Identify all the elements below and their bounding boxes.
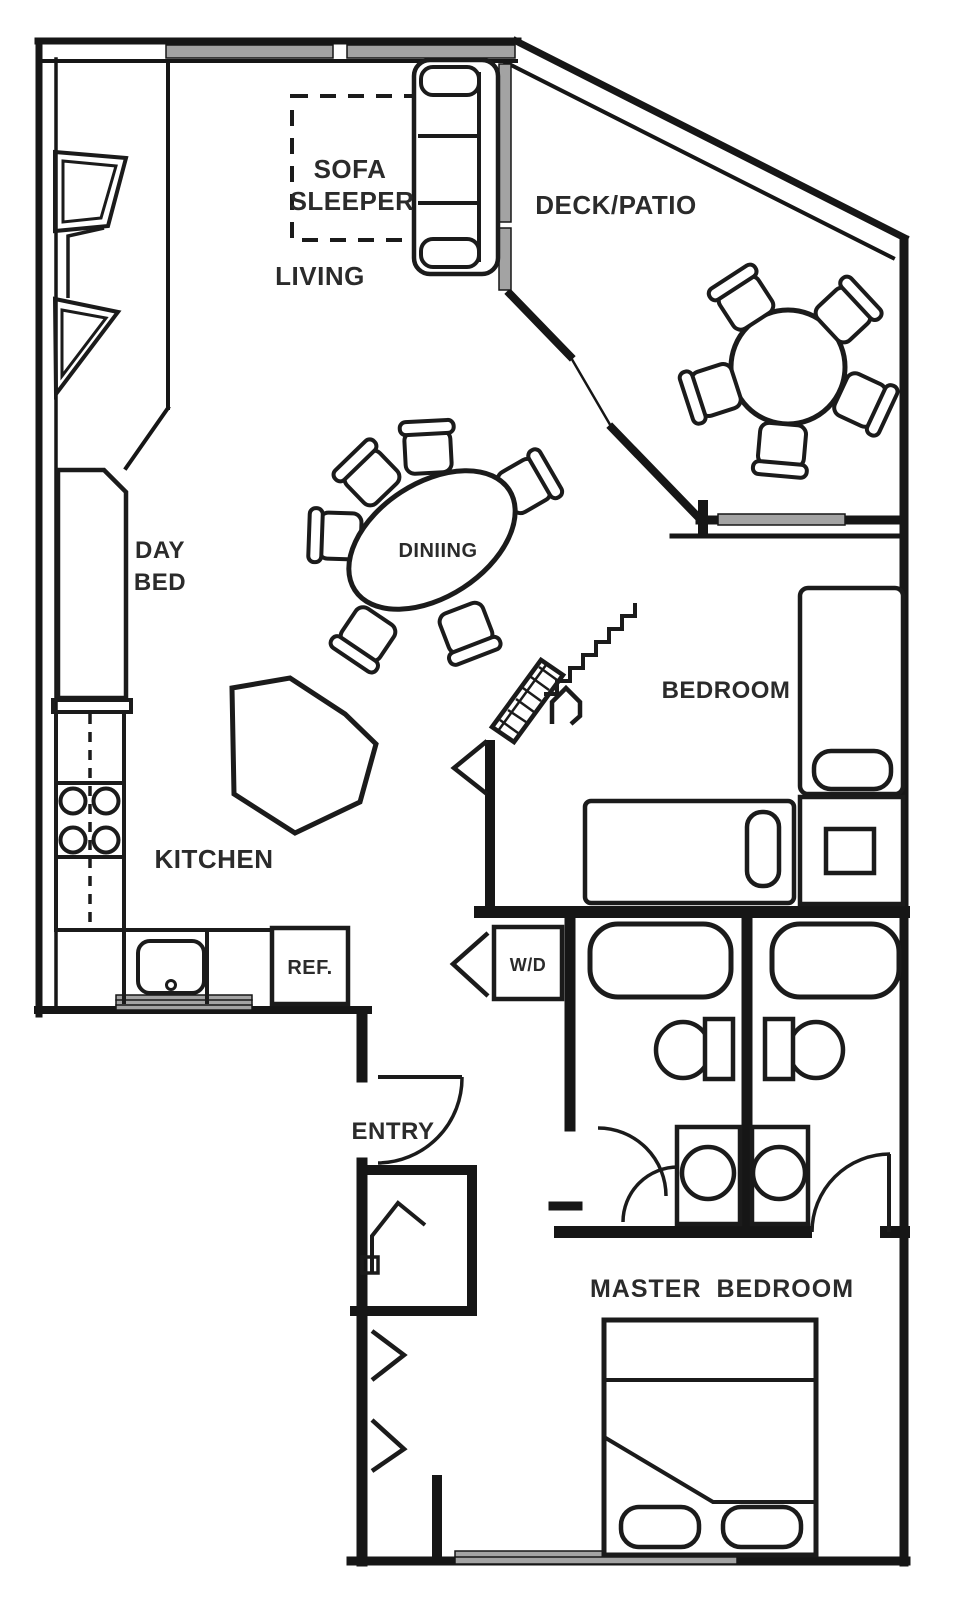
bathtub	[769, 921, 902, 1000]
pillow	[744, 809, 782, 889]
sink-basin	[750, 1144, 808, 1202]
window-living-patio-lower	[498, 227, 512, 291]
master-door-arc	[810, 1152, 891, 1233]
day-bed	[51, 467, 133, 714]
nightstand-lamp	[823, 826, 877, 876]
stove-burner	[58, 786, 88, 816]
stove-burner	[91, 786, 121, 816]
bedroom-door-leaf	[450, 739, 489, 796]
stairs	[450, 603, 637, 796]
sofa-sleeper-label-1: SOFA	[314, 154, 387, 184]
twin-bed-vertical	[797, 585, 906, 797]
toilet-bowl	[786, 1019, 846, 1081]
toilet-bowl	[653, 1019, 713, 1081]
entry-label: ENTRY	[352, 1118, 435, 1145]
day-bed-label-2: BED	[134, 569, 186, 596]
hall-door-arc	[597, 1126, 668, 1197]
bifold-door	[370, 1418, 408, 1473]
living-label: LIVING	[275, 261, 365, 291]
twin-bed-horizontal	[582, 798, 797, 906]
dining-chair	[399, 420, 456, 475]
fireplace-niche	[52, 149, 129, 400]
window-kitchen	[115, 994, 253, 1011]
dining-chair	[431, 596, 505, 669]
bathtub	[587, 921, 734, 1000]
bedroom-furniture	[582, 585, 906, 907]
sofa-sleeper-label-2: SLEEPER	[290, 186, 415, 216]
master-bedroom-label: MASTER BEDROOM	[590, 1275, 854, 1303]
dining-label: DINIING	[398, 540, 477, 562]
window-top-left	[165, 44, 334, 59]
kitchen-sink	[136, 939, 206, 995]
kitchen-island	[229, 675, 379, 836]
patio-chair	[750, 419, 813, 481]
stair-break-line	[544, 603, 637, 696]
window-living-patio	[498, 63, 512, 223]
pillow	[811, 748, 894, 792]
deck-patio-label: DECK/PATIO	[535, 190, 696, 220]
entry-door-arc	[377, 1076, 464, 1165]
bifold-door	[370, 1329, 408, 1382]
patio-table-set	[676, 260, 902, 481]
dining-chair	[326, 599, 405, 677]
day-bed-label-1: DAY	[135, 537, 185, 564]
window-top-right	[346, 44, 516, 59]
toilet-tank	[702, 1016, 736, 1082]
room-labels: SOFA SLEEPER LIVING DECK/PATIO DAY BED D…	[134, 154, 854, 1303]
sink-basin	[679, 1144, 737, 1202]
laundry-closet	[449, 924, 565, 1002]
kitchen-counters	[54, 675, 379, 1007]
refrigerator	[269, 925, 351, 1007]
stove-burner	[58, 825, 88, 855]
window-patio-bottom	[717, 513, 846, 526]
refrigerator-label: REF.	[287, 957, 332, 979]
laundry-door-leaf	[449, 931, 490, 998]
sofa-bed-outline	[290, 94, 417, 242]
bath-door-arc	[621, 1165, 679, 1223]
pillow	[618, 1504, 702, 1550]
dining-table-set	[308, 420, 567, 677]
master-bed	[601, 1317, 819, 1558]
washer-dryer-box	[491, 924, 565, 1002]
sofa-sleeper	[290, 57, 501, 277]
dining-table	[346, 468, 518, 612]
bathroom-1	[587, 921, 743, 1227]
kitchen-label: KITCHEN	[154, 844, 273, 874]
sink-drain	[165, 979, 177, 991]
door-swings	[377, 1075, 891, 1233]
washer-dryer-label: W/D	[510, 955, 547, 975]
stove-burner	[91, 825, 121, 855]
bedroom-label: BEDROOM	[662, 677, 791, 704]
pillow	[720, 1504, 804, 1550]
entry-closets	[360, 1200, 427, 1473]
toilet-tank	[762, 1016, 796, 1082]
bathroom-2	[749, 921, 902, 1227]
